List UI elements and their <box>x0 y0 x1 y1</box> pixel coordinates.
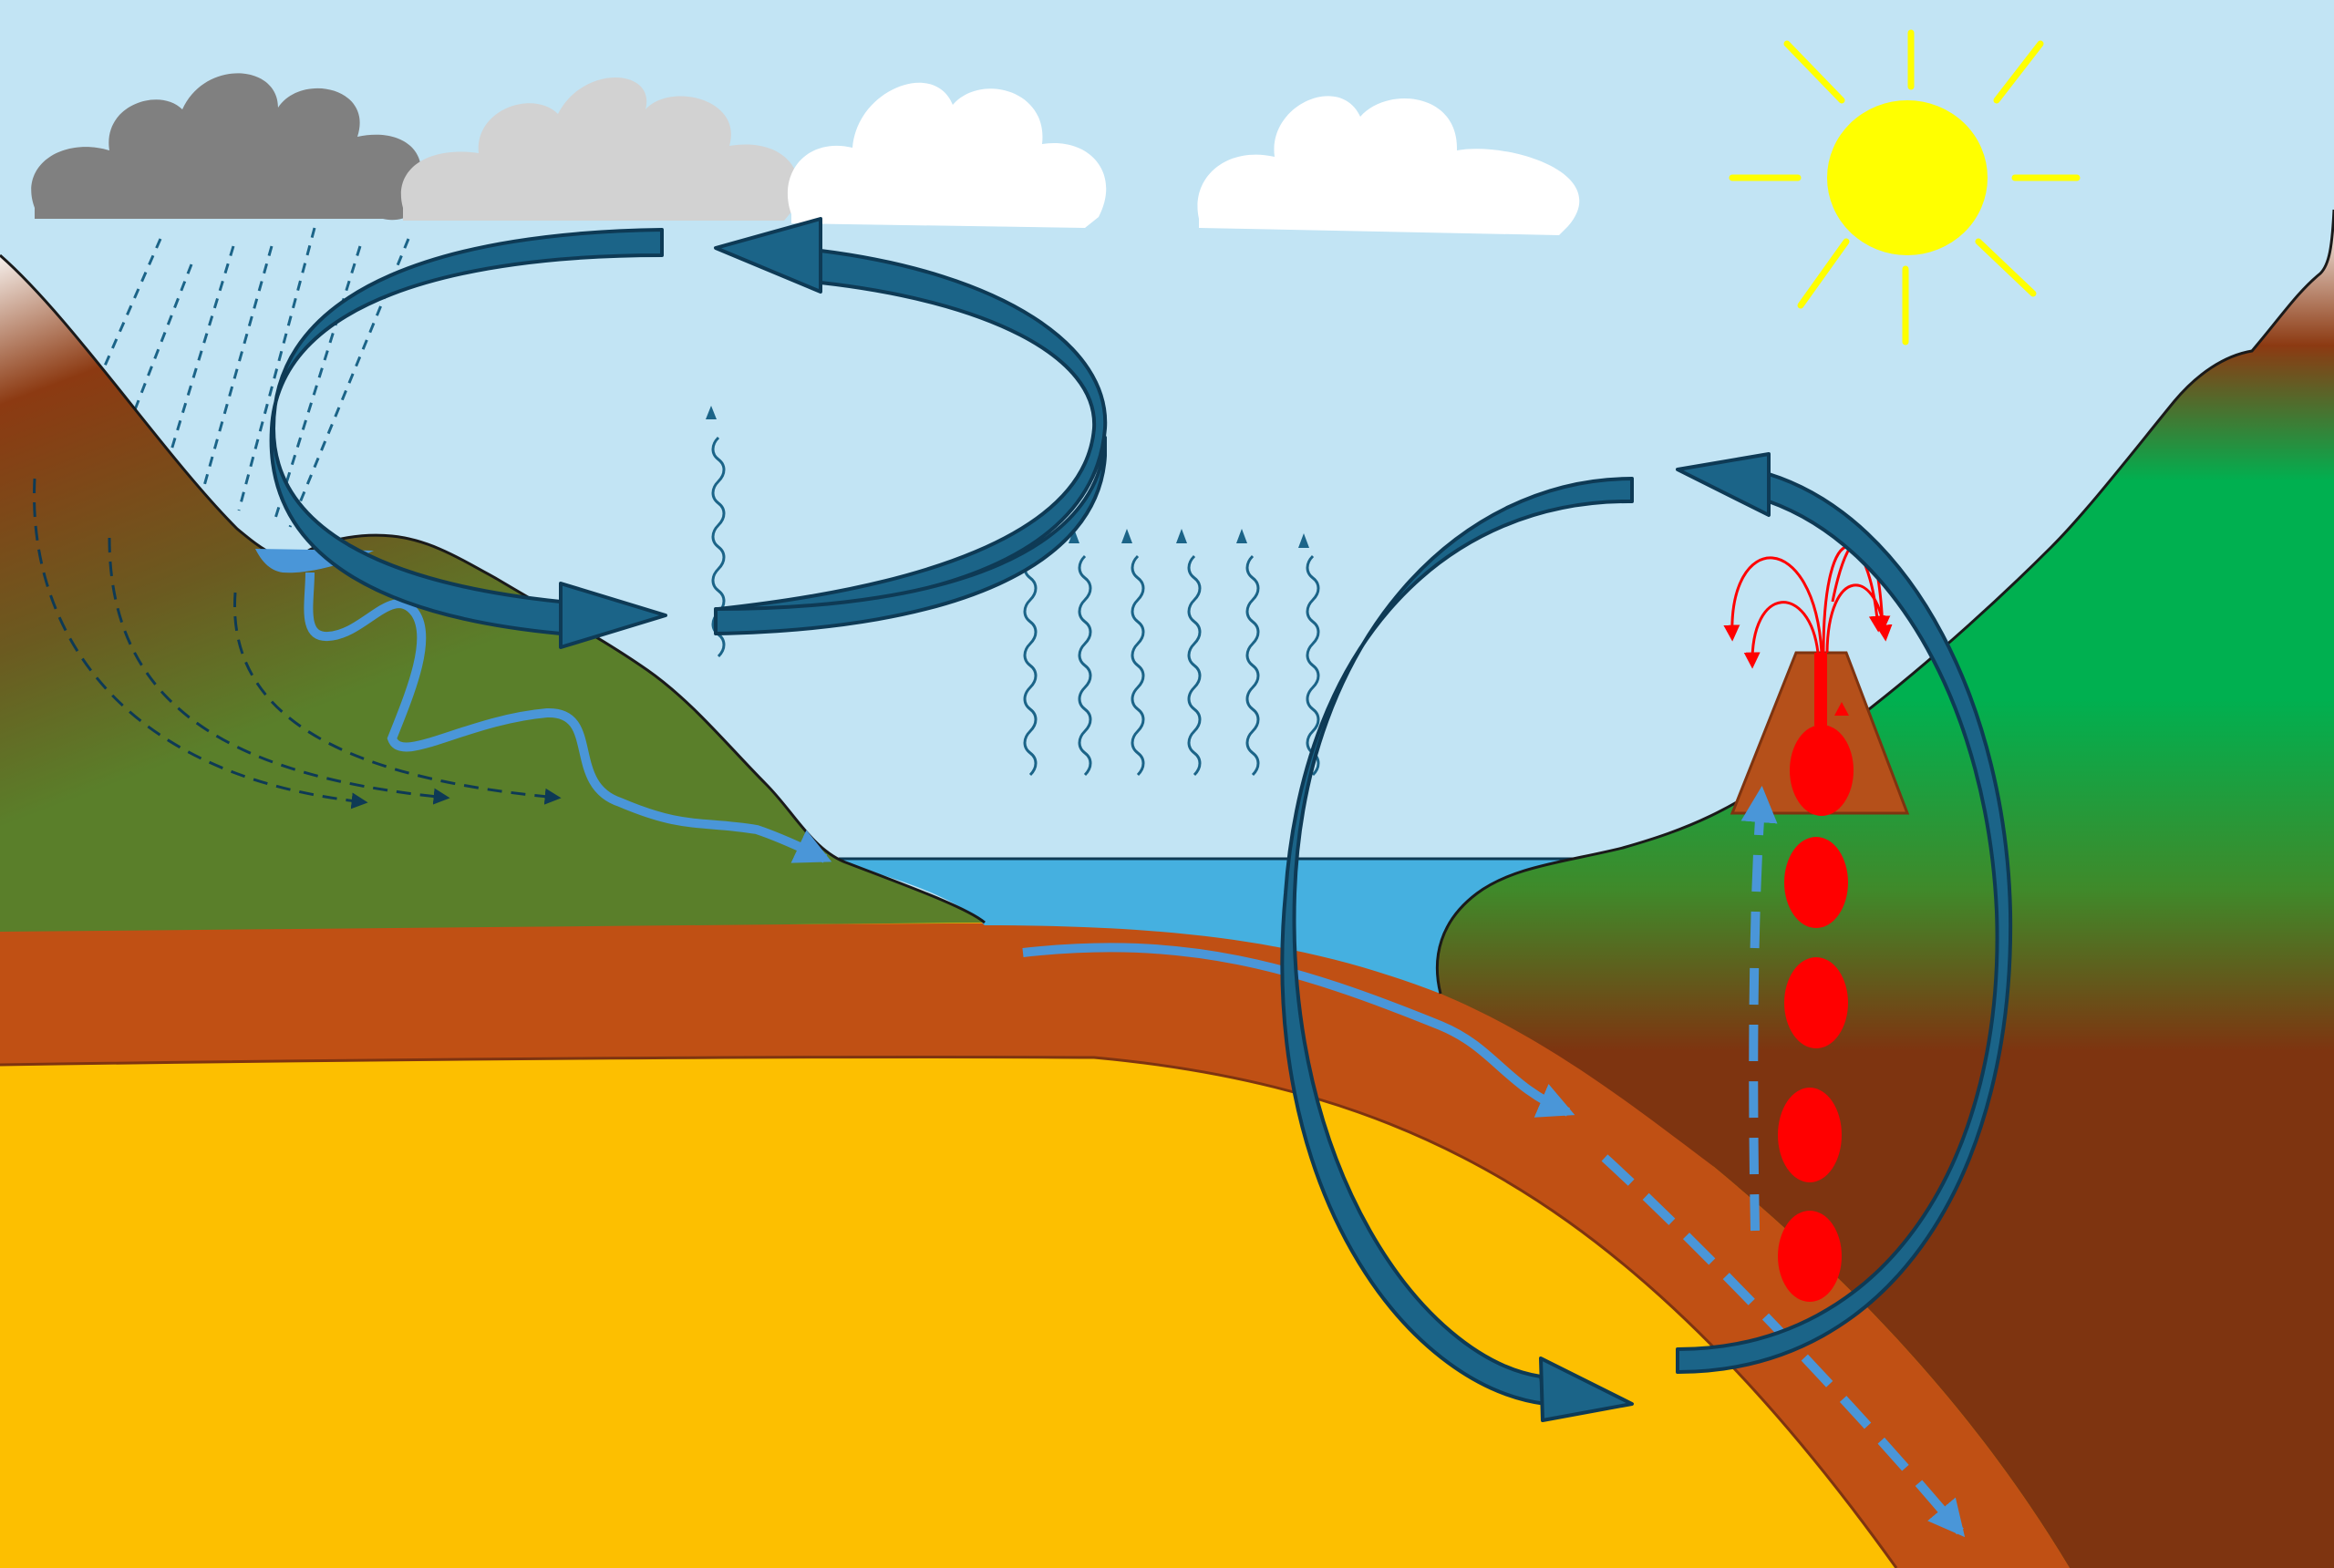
rain-cloud-icon <box>31 73 421 221</box>
cycle-arrow-icon <box>269 217 1108 649</box>
magma-ascent <box>1740 786 1778 1232</box>
cloud-icon <box>400 77 800 221</box>
sun-icon <box>1729 29 2081 346</box>
crust <box>0 921 2070 1568</box>
ocean <box>821 859 1623 994</box>
groundwater-flow <box>33 478 562 810</box>
surface-runoff <box>304 572 832 863</box>
cycle-arrow-icon <box>1280 452 2013 1422</box>
right-mountain <box>1437 210 2334 1568</box>
cloud-icon <box>1197 96 1580 235</box>
subduction-flow <box>1022 943 1575 1118</box>
magma-chamber <box>1778 725 1854 1302</box>
cloud-icon <box>787 82 1107 228</box>
